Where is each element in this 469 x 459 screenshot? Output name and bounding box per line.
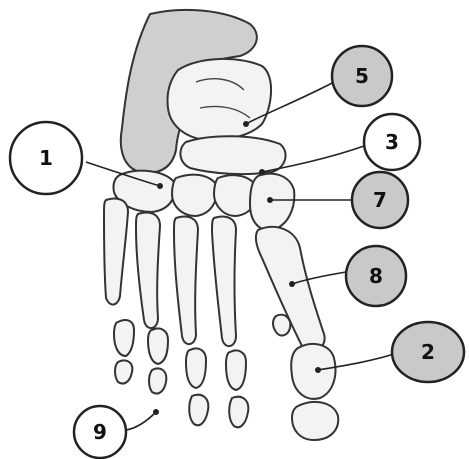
pointer-dot-8 — [289, 281, 295, 287]
callout-8: 8 — [346, 246, 406, 306]
metatarsal-1-bone — [256, 227, 325, 351]
talus-bone — [167, 59, 271, 140]
metatarsal-3-bone — [174, 217, 198, 345]
phalanx-2-distal-bone — [229, 397, 248, 427]
callout-9: 9 — [74, 406, 126, 458]
callout-5: 5 — [332, 46, 392, 106]
callout-7: 7 — [352, 172, 408, 228]
callout-2: 2 — [392, 322, 464, 382]
pointer-dot-5 — [243, 121, 249, 127]
phalanx-5-distal-bone — [115, 360, 132, 383]
metatarsal-2-bone — [212, 217, 236, 347]
pointer-dot-3 — [259, 169, 265, 175]
pointer-dot-2 — [315, 367, 321, 373]
callout-1: 1 — [10, 122, 82, 194]
phalanx-5-proximal-bone — [114, 320, 134, 356]
pointer-dot-9 — [153, 409, 159, 415]
metatarsal-4-bone — [136, 213, 160, 329]
callout-3-label: 3 — [385, 130, 399, 154]
navicular-bone — [180, 136, 285, 174]
pointer-dot-1 — [157, 183, 163, 189]
leader-9 — [126, 412, 156, 430]
callout-7-label: 7 — [373, 188, 387, 212]
metatarsal-5-bone — [104, 199, 128, 305]
sesamoid-bone — [273, 315, 290, 336]
phalanx-4-distal-bone — [149, 369, 166, 394]
callout-5-label: 5 — [355, 64, 369, 88]
lateral-cuneiform-bone — [172, 175, 217, 216]
callout-8-label: 8 — [369, 264, 383, 288]
phalanx-1-distal-bone — [292, 402, 338, 440]
callout-1-label: 1 — [39, 146, 53, 170]
phalanx-1-proximal-bone — [291, 344, 335, 399]
phalanx-3-distal-bone — [189, 395, 208, 425]
callout-3: 3 — [364, 114, 420, 170]
foot-bones-illustration — [104, 10, 338, 440]
callout-2-label: 2 — [421, 340, 435, 364]
pointer-dot-7 — [267, 197, 273, 203]
phalanx-2-proximal-bone — [226, 350, 246, 390]
phalanx-4-proximal-bone — [148, 328, 168, 364]
phalanx-3-proximal-bone — [186, 348, 206, 388]
callout-9-label: 9 — [93, 420, 107, 444]
